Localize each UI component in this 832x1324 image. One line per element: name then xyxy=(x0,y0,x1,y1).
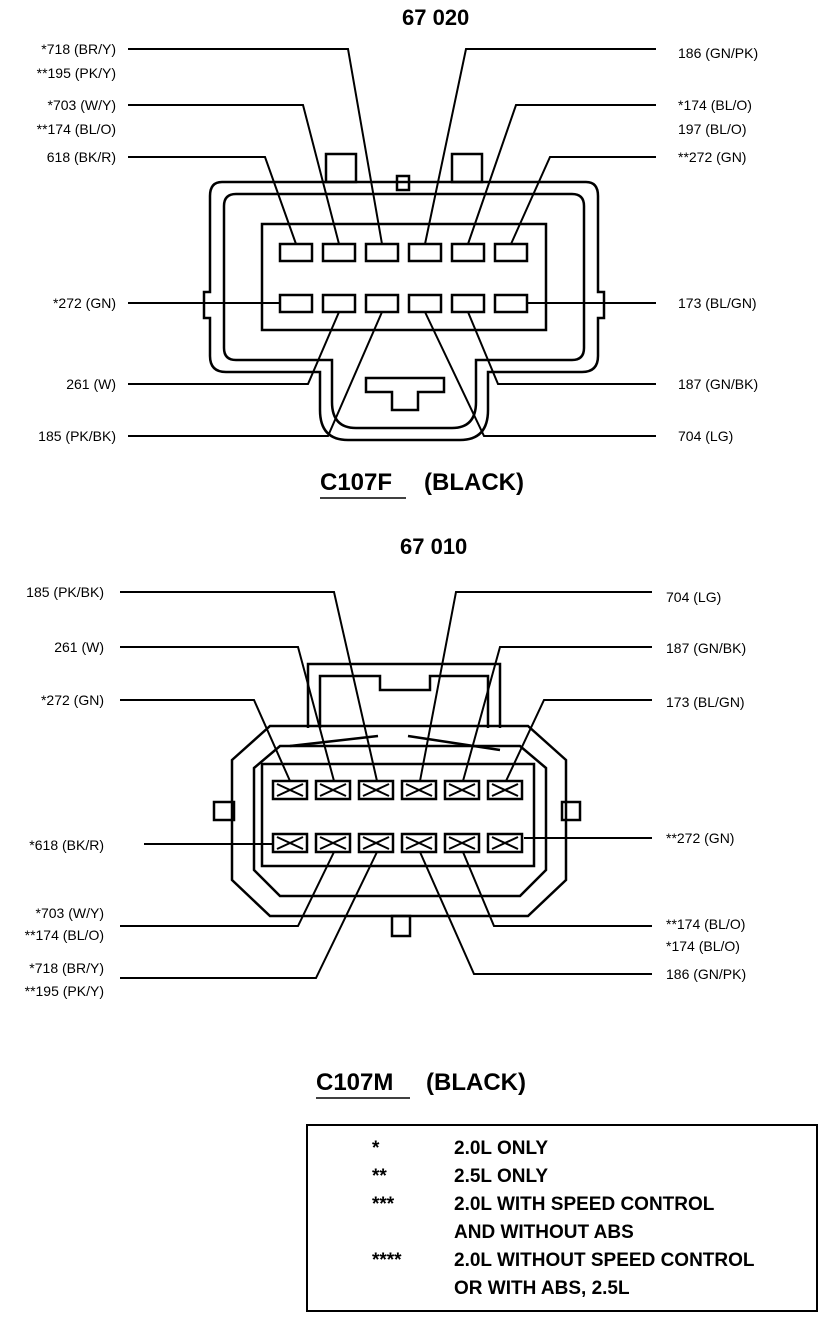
pin-mark xyxy=(405,836,433,850)
top-caption-color: (BLACK) xyxy=(424,469,524,496)
legend-symbol: **** xyxy=(372,1250,402,1271)
legend-symbol: ** xyxy=(372,1166,387,1187)
wire-label: *718 (BR/Y) xyxy=(29,960,104,976)
bottom-connector-number: 67 010 xyxy=(400,534,467,559)
pin xyxy=(493,242,529,263)
pin xyxy=(407,242,443,263)
pin-mark xyxy=(362,783,390,797)
wire-label: **174 (BL/O) xyxy=(25,927,104,943)
pin-mark xyxy=(276,783,304,797)
wire-label: 185 (PK/BK) xyxy=(38,428,116,444)
wire-label: *703 (W/Y) xyxy=(48,97,116,113)
pin-mark xyxy=(405,783,433,797)
pin-mark xyxy=(276,836,304,850)
wire-label: 186 (GN/PK) xyxy=(666,966,746,982)
top-right-labels: 186 (GN/PK) *174 (BL/O) 197 (BL/O) **272… xyxy=(678,45,758,444)
bottom-right-labels: 704 (LG) 187 (GN/BK) 173 (BL/GN) **272 (… xyxy=(666,589,746,982)
wire-label: 704 (LG) xyxy=(678,428,733,444)
wire-label: *174 (BL/O) xyxy=(666,938,740,954)
legend-text: AND WITHOUT ABS xyxy=(454,1222,634,1243)
pin xyxy=(278,242,314,263)
pin-mark xyxy=(319,783,347,797)
wire-label: 618 (BK/R) xyxy=(47,149,116,165)
pin-mark xyxy=(319,836,347,850)
wire-label: **272 (GN) xyxy=(678,149,746,165)
pin xyxy=(407,293,443,314)
pin xyxy=(278,293,314,314)
legend-symbol: * xyxy=(372,1138,380,1159)
wire-label: 173 (BL/GN) xyxy=(666,694,745,710)
pin xyxy=(450,293,486,314)
bottom-pins xyxy=(271,779,524,854)
pin xyxy=(321,242,357,263)
bottom-leader-lines xyxy=(120,591,652,979)
top-caption-id: C107F xyxy=(320,469,392,496)
bottom-connector-body xyxy=(212,662,582,938)
pin xyxy=(364,293,400,314)
legend-text: 2.0L WITH SPEED CONTROL xyxy=(454,1194,715,1215)
wire-label: *272 (GN) xyxy=(53,295,116,311)
pin-mark xyxy=(448,836,476,850)
wire-label: 187 (GN/BK) xyxy=(678,376,758,392)
wire-label: **195 (PK/Y) xyxy=(37,65,116,81)
wire-label: 261 (W) xyxy=(54,639,104,655)
wire-label: 185 (PK/BK) xyxy=(26,584,104,600)
top-connector-body xyxy=(202,152,606,442)
wire-label: *718 (BR/Y) xyxy=(41,41,116,57)
legend-text: 2.0L ONLY xyxy=(454,1138,548,1159)
legend-text: OR WITH ABS, 2.5L xyxy=(454,1278,630,1299)
top-pins xyxy=(278,242,529,314)
wire-label: *618 (BK/R) xyxy=(29,837,104,853)
wire-label: 187 (GN/BK) xyxy=(666,640,746,656)
pin xyxy=(493,293,529,314)
legend-text: 2.0L WITHOUT SPEED CONTROL xyxy=(454,1250,755,1271)
pin xyxy=(364,242,400,263)
pin-mark xyxy=(491,836,519,850)
legend-text: 2.5L ONLY xyxy=(454,1166,548,1187)
wire-label: 173 (BL/GN) xyxy=(678,295,757,311)
pin-mark xyxy=(362,836,390,850)
legend-symbol: *** xyxy=(372,1194,395,1215)
bottom-left-labels: 185 (PK/BK) 261 (W) *272 (GN) *618 (BK/R… xyxy=(25,584,104,999)
top-leader-lines xyxy=(128,48,656,437)
wire-label: **174 (BL/O) xyxy=(666,916,745,932)
wire-label: 704 (LG) xyxy=(666,589,721,605)
top-left-labels: *718 (BR/Y) **195 (PK/Y) *703 (W/Y) **17… xyxy=(37,41,116,444)
pin-mark xyxy=(448,783,476,797)
bottom-caption-color: (BLACK) xyxy=(426,1069,526,1096)
pin xyxy=(450,242,486,263)
top-connector-number: 67 020 xyxy=(402,5,469,30)
wire-label: 186 (GN/PK) xyxy=(678,45,758,61)
wire-label: 261 (W) xyxy=(66,376,116,392)
wire-label: **195 (PK/Y) xyxy=(25,983,104,999)
wire-label: *272 (GN) xyxy=(41,692,104,708)
legend-box: * 2.0L ONLY ** 2.5L ONLY *** 2.0L WITH S… xyxy=(306,1124,818,1312)
wire-label: *703 (W/Y) xyxy=(36,905,104,921)
wire-label: 197 (BL/O) xyxy=(678,121,746,137)
wire-label: **174 (BL/O) xyxy=(37,121,116,137)
wire-label: **272 (GN) xyxy=(666,830,734,846)
wire-label: *174 (BL/O) xyxy=(678,97,752,113)
pin xyxy=(321,293,357,314)
bottom-caption-id: C107M xyxy=(316,1069,393,1096)
pin-mark xyxy=(491,783,519,797)
